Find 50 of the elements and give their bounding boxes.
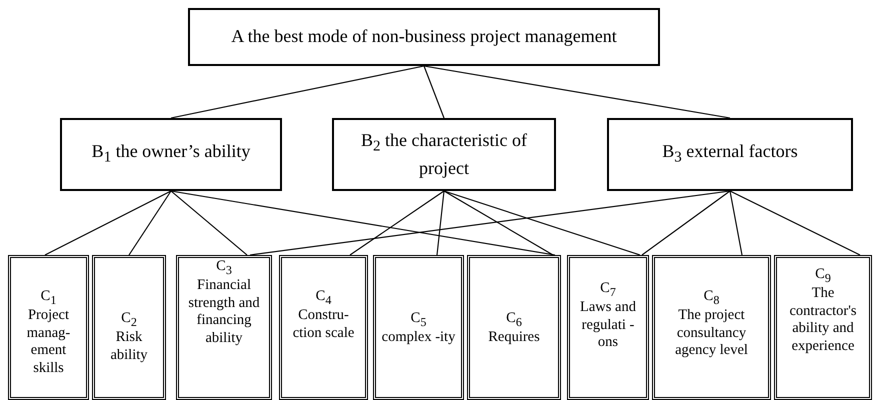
criterion-label: Laws and regulati -ons xyxy=(579,299,637,352)
criterion-code: C$_{4}$ xyxy=(316,288,332,308)
connector-line xyxy=(350,190,444,256)
connector-line xyxy=(250,190,730,256)
criterion-box xyxy=(60,118,282,191)
connector-line xyxy=(642,190,730,256)
criterion-code: C$_{7}$ xyxy=(600,280,616,300)
connector-line xyxy=(436,190,445,256)
criterion-code: C$_{2}$ xyxy=(121,310,137,330)
sub-criterion-box xyxy=(774,255,872,400)
criterion-code: C$_{9}$ xyxy=(815,266,831,286)
criterion-box xyxy=(188,8,660,66)
sub-criterion-box xyxy=(467,255,561,400)
sub-criterion-box xyxy=(652,255,771,400)
criterion-label: The project consultancy agency level xyxy=(674,307,749,360)
connector-line xyxy=(444,190,554,256)
connector-line xyxy=(730,190,860,256)
criterion-code: C$_{6}$ xyxy=(506,310,522,330)
sub-criterion-box xyxy=(92,255,166,400)
connector-line xyxy=(170,190,556,256)
criterion-label: Risk ability xyxy=(109,329,149,364)
criterion-label: B$_{2}$ the characteristic of project xyxy=(360,128,528,180)
criterion-code: C$_{5}$ xyxy=(410,310,426,330)
connector-line xyxy=(424,65,730,119)
criterion-code: C$_{3}$ xyxy=(216,258,232,278)
sub-criterion-box xyxy=(567,255,649,400)
criterion-code: C$_{8}$ xyxy=(704,288,720,308)
connector-line xyxy=(44,190,172,256)
sub-criterion-box xyxy=(176,255,272,400)
criterion-box xyxy=(332,118,556,191)
sub-criterion-box xyxy=(373,255,464,400)
criterion-code: C$_{1}$ xyxy=(40,288,56,308)
criterion-label: complex -ity xyxy=(382,329,456,347)
criterion-label: A the best mode of non-business project management xyxy=(231,25,617,48)
criterion-label: Project manag- ement skills xyxy=(26,307,72,377)
criterion-label: B$_{3}$ external factors xyxy=(662,140,798,168)
criterion-label: Financial strength and financing ability xyxy=(187,277,261,347)
criterion-label: Constru- ction scale xyxy=(292,307,356,342)
sub-criterion-box xyxy=(279,255,368,400)
connector-line xyxy=(128,190,172,256)
connector-line xyxy=(170,65,424,119)
criterion-label: B$_{1}$ the owner’s ability xyxy=(92,140,250,168)
sub-criterion-box xyxy=(8,255,89,400)
criterion-label: Requires xyxy=(488,329,540,347)
connector-line xyxy=(423,66,445,118)
connector-line xyxy=(170,190,248,256)
connector-line xyxy=(444,190,640,256)
connector-line xyxy=(729,190,743,256)
criterion-label: The contractor's ability and experience xyxy=(788,285,858,355)
criterion-box xyxy=(607,118,853,191)
